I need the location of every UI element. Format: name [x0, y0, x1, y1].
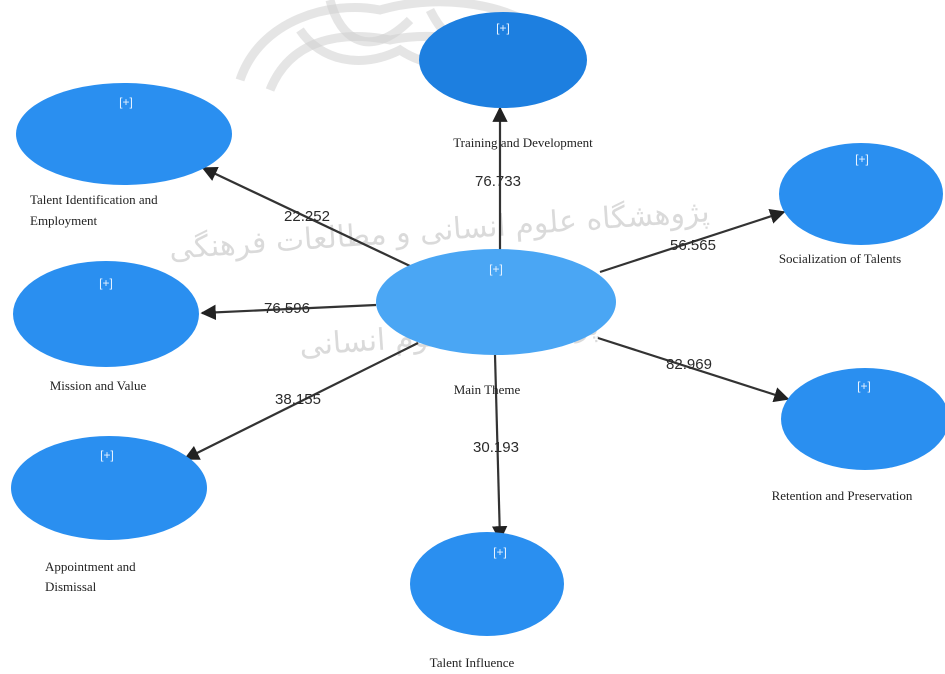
expand-marker: [+]	[493, 545, 507, 559]
edge-identification: 22.252	[201, 166, 411, 267]
edge-socialization: 56.565	[599, 208, 786, 274]
edge-weight-training: 76.733	[475, 173, 521, 190]
node-label-appointment-2: Dismissal	[45, 579, 97, 594]
edge-weight-influence: 30.193	[473, 439, 519, 456]
edge-appointment: 38.155	[183, 342, 419, 460]
node-main-theme[interactable]: [+] Main Theme	[376, 249, 616, 397]
edge-weight-socialization: 56.565	[670, 237, 716, 254]
expand-marker: [+]	[855, 152, 869, 166]
node-identification[interactable]: [+] Talent Identification and Employment	[16, 83, 232, 228]
node-label-identification-2: Employment	[30, 213, 98, 228]
expand-marker: [+]	[857, 379, 871, 393]
expand-marker: [+]	[496, 21, 510, 35]
node-label-influence: Talent Influence	[430, 655, 515, 670]
edge-weight-mission: 76.596	[264, 300, 310, 317]
edge-weight-identification: 22.252	[284, 208, 330, 225]
node-label-appointment-1: Appointment and	[45, 559, 136, 574]
edge-weight-appointment: 38.155	[275, 391, 321, 408]
node-label-identification-1: Talent Identification and	[30, 192, 158, 207]
node-training[interactable]: [+] Training and Development	[419, 12, 593, 150]
edge-influence: 30.193	[473, 354, 519, 542]
expand-marker: [+]	[100, 448, 114, 462]
node-influence[interactable]: [+] Talent Influence	[410, 532, 564, 670]
node-retention[interactable]: [+] Retention and Preservation	[772, 368, 945, 503]
node-mission[interactable]: [+] Mission and Value	[13, 261, 199, 393]
edge-mission: 76.596	[200, 300, 377, 321]
node-label-main-theme: Main Theme	[454, 382, 521, 397]
edge-training: 76.733	[475, 106, 521, 252]
expand-marker: [+]	[99, 276, 113, 290]
node-label-mission: Mission and Value	[50, 378, 147, 393]
expand-marker: [+]	[489, 262, 503, 276]
node-socialization[interactable]: [+] Socialization of Talents	[779, 143, 943, 266]
node-label-retention: Retention and Preservation	[772, 488, 913, 503]
node-label-socialization: Socialization of Talents	[779, 251, 901, 266]
node-label-training: Training and Development	[453, 135, 593, 150]
node-appointment[interactable]: [+] Appointment and Dismissal	[11, 436, 207, 594]
edge-weight-retention: 82.969	[666, 356, 712, 373]
edge-retention: 82.969	[597, 336, 790, 403]
expand-marker: [+]	[119, 95, 133, 109]
